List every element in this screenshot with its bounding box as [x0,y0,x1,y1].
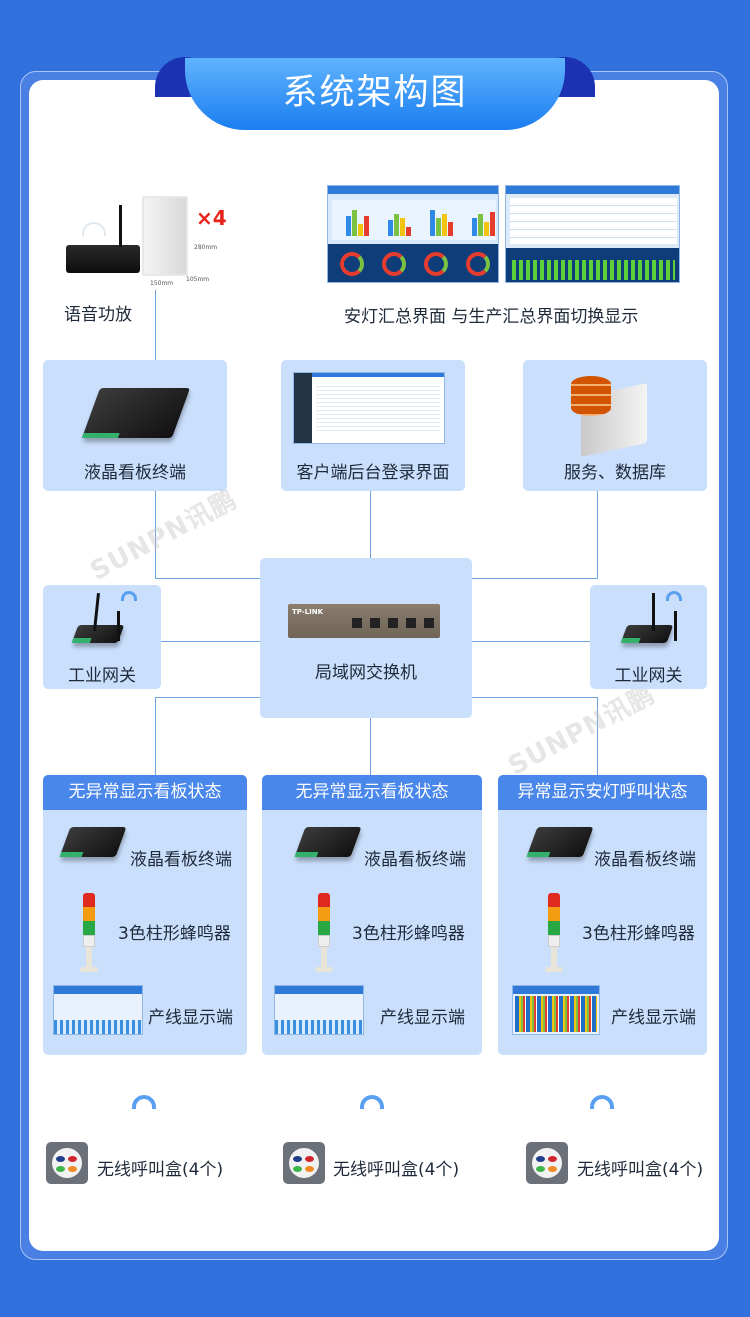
lan-switch-label: 局域网交换机 [315,663,417,683]
amplifier-label: 语音功放 [64,305,132,325]
wifi-icon [121,591,137,601]
wifi-icon [132,1095,156,1109]
connector-switch-col1-h [155,697,260,698]
call-box-image [526,1142,568,1184]
connector-switch-col3-v [597,697,598,775]
item-lcd-terminal: 液晶看板终端 [594,850,696,870]
client-login-label: 客户端后台登录界面 [296,463,450,483]
speaker-dim-depth: 105mm [186,276,210,283]
production-dashboard-image [505,185,680,283]
lcd-terminal-image [294,827,362,857]
connector-lcd-switch [155,578,260,579]
switch-image: TP-LINK [288,604,440,638]
column-header: 无异常显示看板状态 [262,775,482,810]
card-lan-switch: TP-LINK 局域网交换机 [260,558,472,718]
speaker-image [142,196,188,276]
item-line-display: 产线显示端 [611,1008,696,1028]
antenna-icon [674,611,677,641]
server-db-label: 服务、数据库 [564,463,666,483]
column-header: 异常显示安灯呼叫状态 [498,775,707,810]
item-tower-buzzer: 3色柱形蜂鸣器 [352,924,465,944]
column-header: 无异常显示看板状态 [43,775,247,810]
lcd-terminal-image [81,388,191,438]
connector-switch-col3-h [472,697,598,698]
lcd-terminal-image [59,827,127,857]
title-ribbon [185,58,565,130]
connector-gw-right [472,641,590,642]
column-abnormal: 异常显示安灯呼叫状态 液晶看板终端 3色柱形蜂鸣器 产线显示端 [498,775,707,1055]
antenna-icon [119,205,122,247]
connector-server-switch [472,578,598,579]
wifi-icon [590,1095,614,1109]
connector-gw-left [160,641,260,642]
page-title: 系统架构图 [282,73,468,113]
lcd-terminal-label: 液晶看板终端 [84,463,186,483]
call-box-image [46,1142,88,1184]
gateway-image [620,625,674,643]
card-client-login: 客户端后台登录界面 [281,360,465,491]
tower-light-image [80,893,98,972]
call-box-label: 无线呼叫盒(4个) [97,1160,224,1180]
connector-lcd-down [155,490,156,578]
item-tower-buzzer: 3色柱形蜂鸣器 [582,924,695,944]
column-normal-2: 无异常显示看板状态 液晶看板终端 3色柱形蜂鸣器 产线显示端 [262,775,482,1055]
dashboard-switch-label: 安灯汇总界面 与生产汇总界面切换显示 [344,307,639,327]
antenna-icon [652,593,655,631]
item-line-display: 产线显示端 [380,1008,465,1028]
item-line-display: 产线显示端 [148,1008,233,1028]
card-gateway-left: 工业网关 [43,585,161,689]
card-server-db: 服务、数据库 [523,360,707,491]
amplifier-image [66,245,140,273]
connector-amp-lcd [155,290,156,360]
speaker-dim-height: 280mm [194,244,218,251]
andon-line-display-image [512,985,600,1035]
card-lcd-terminal: 液晶看板终端 [43,360,227,491]
database-icon [571,376,611,416]
wifi-icon [360,1095,384,1109]
gateway-right-label: 工业网关 [614,666,683,686]
call-box-label: 无线呼叫盒(4个) [333,1160,460,1180]
item-tower-buzzer: 3色柱形蜂鸣器 [118,924,231,944]
connector-server-down [597,490,598,578]
antenna-icon [117,611,120,641]
andon-dashboard-image [327,185,499,283]
production-line-display-image [53,985,143,1035]
call-box-label: 无线呼叫盒(4个) [577,1160,704,1180]
connector-switch-col2 [370,718,371,775]
wifi-icon [666,591,682,601]
lcd-terminal-image [526,827,594,857]
speaker-count: ×4 [196,206,227,230]
gateway-left-label: 工业网关 [68,666,136,686]
card-gateway-right: 工业网关 [590,585,707,689]
item-lcd-terminal: 液晶看板终端 [130,850,232,870]
tower-light-image [545,893,563,972]
connector-switch-col1-v [155,697,156,775]
connector-client-switch [370,490,371,558]
client-login-image [293,372,445,444]
call-box-image [283,1142,325,1184]
wifi-icon [82,222,106,236]
tower-light-image [315,893,333,972]
column-normal-1: 无异常显示看板状态 液晶看板终端 3色柱形蜂鸣器 产线显示端 [43,775,247,1055]
production-line-display-image [274,985,364,1035]
speaker-dim-width: 150mm [150,280,174,287]
item-lcd-terminal: 液晶看板终端 [364,850,466,870]
